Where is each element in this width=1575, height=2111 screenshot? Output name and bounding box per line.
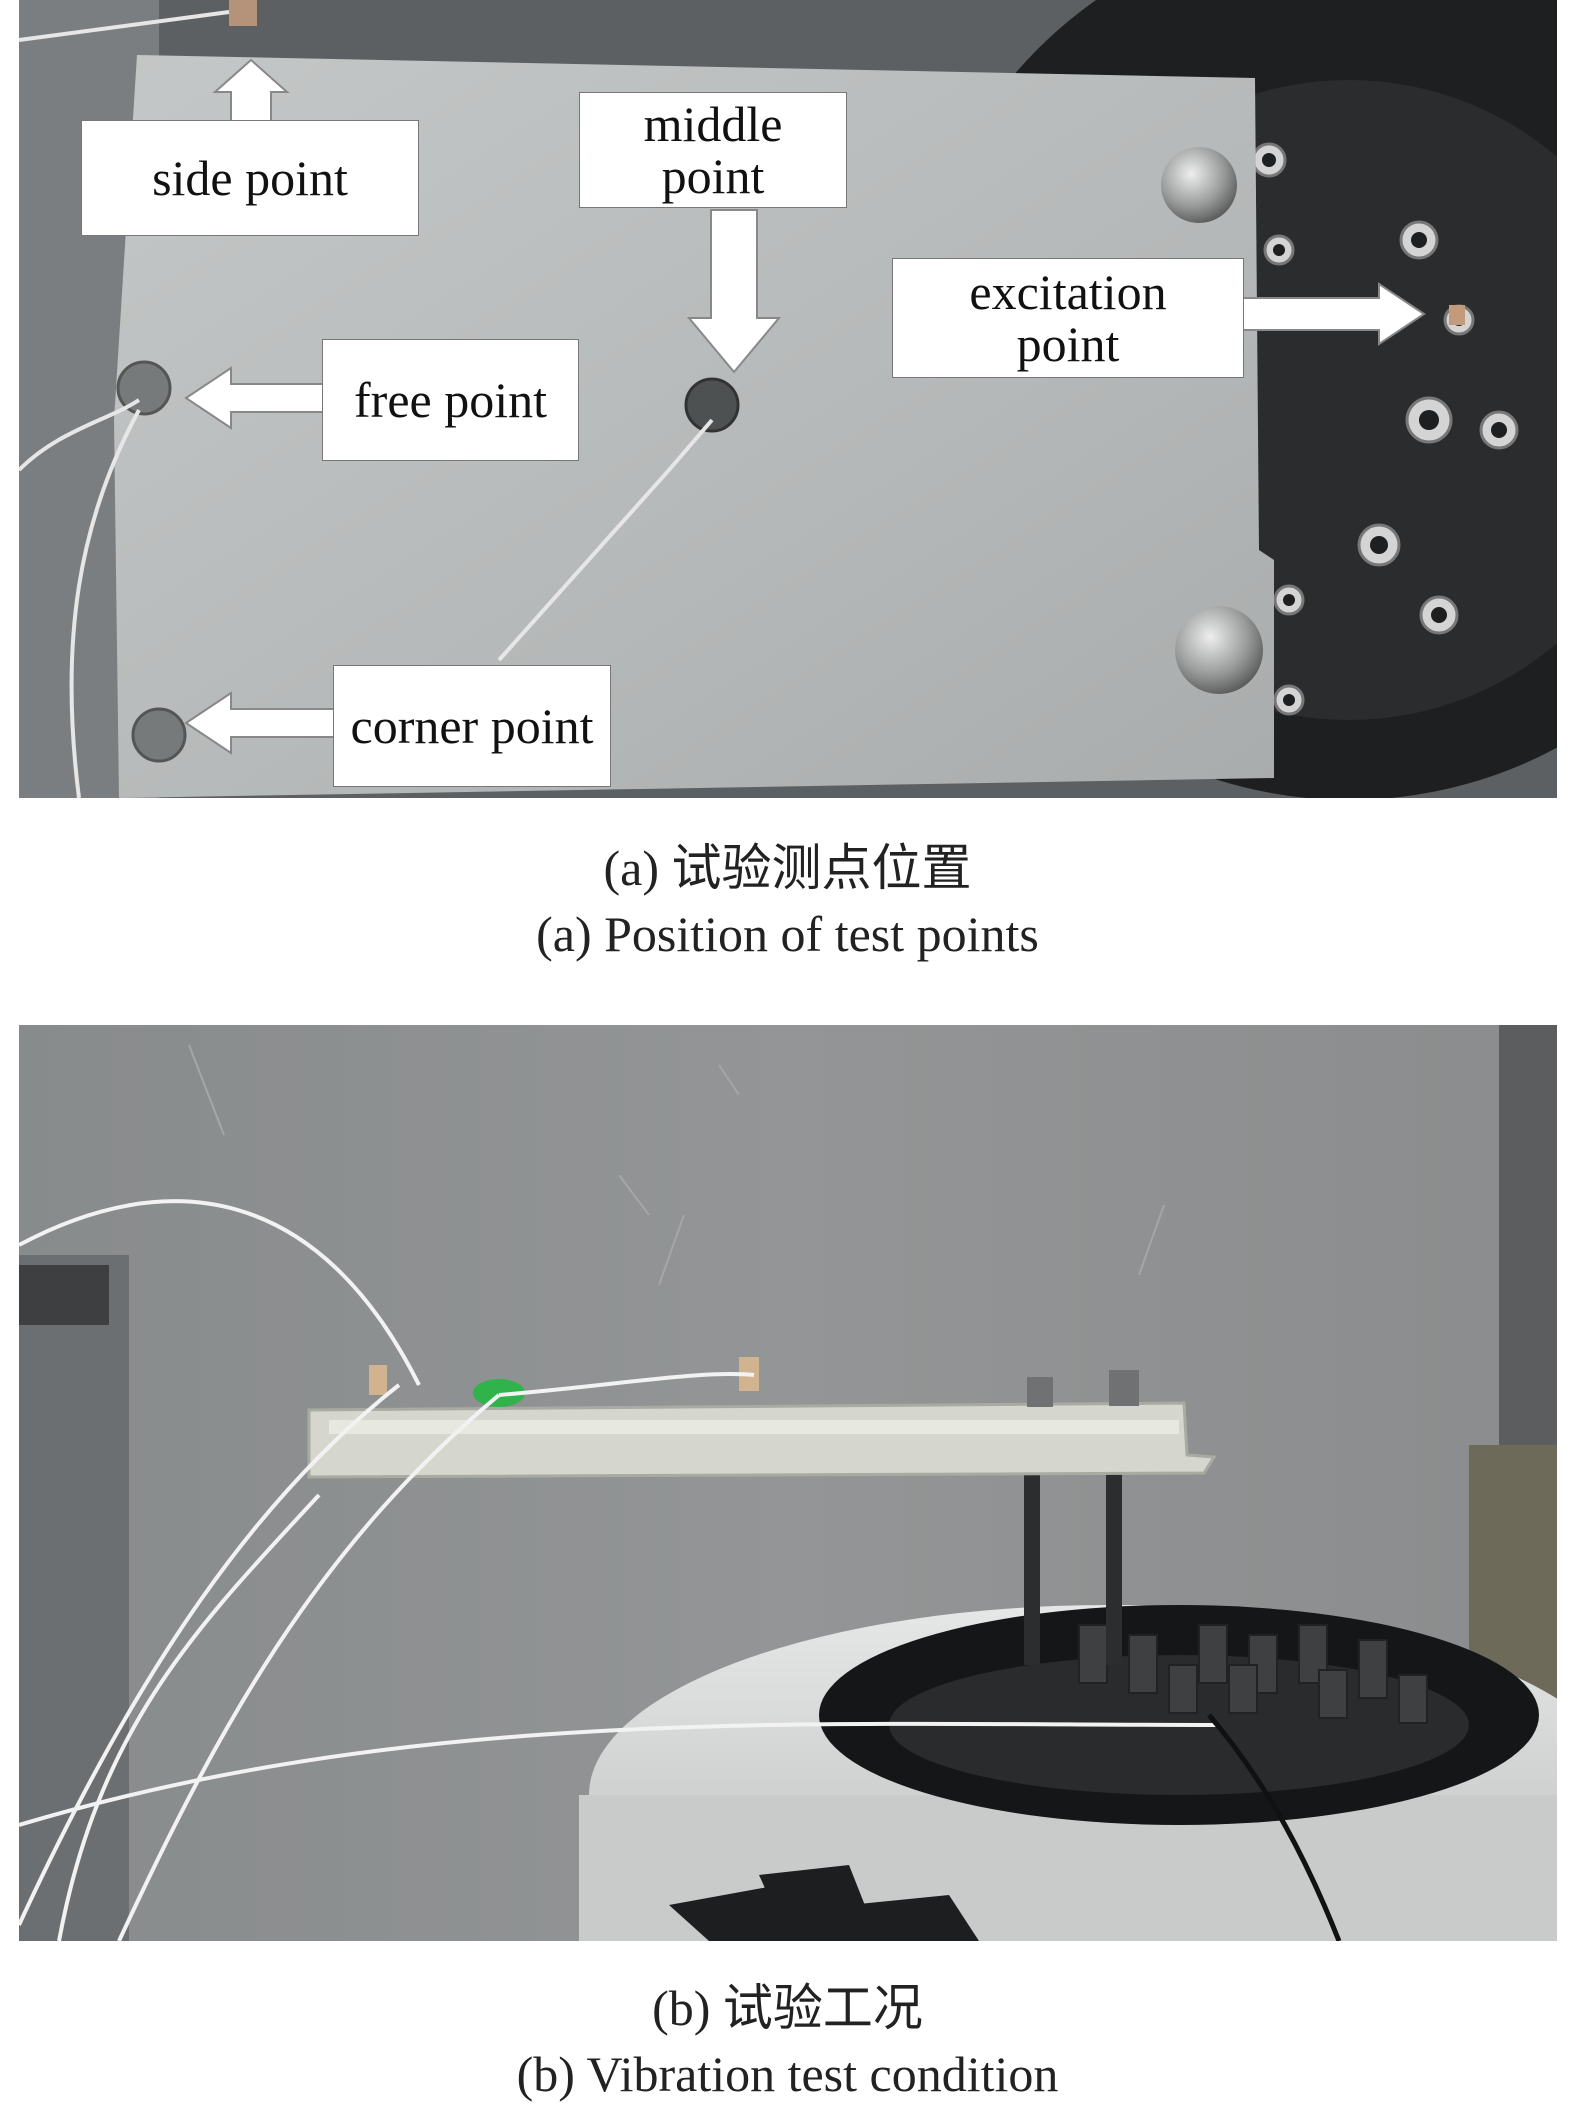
free-point-label: free point <box>322 339 579 461</box>
caption-b-chinese: (b) 试验工况 <box>652 1980 923 2036</box>
support-rod-right <box>1106 1445 1122 1665</box>
corner-point-label: corner point <box>333 665 611 787</box>
corner-point-text: corner point <box>350 698 594 754</box>
clamp-bolt-bottom <box>1175 606 1263 694</box>
vibration-test-photo <box>19 1025 1557 1941</box>
test-plate <box>114 55 1274 798</box>
caption-b-english: (b) Vibration test condition <box>516 2046 1059 2102</box>
free-point-text: free point <box>354 372 547 428</box>
support-rod-left <box>1024 1445 1040 1665</box>
excitation-point-text: excitation point <box>969 264 1167 372</box>
test-beam <box>307 1401 1217 1479</box>
excitation-point-label: excitation point <box>892 258 1244 378</box>
left-equipment-box <box>19 1255 129 1941</box>
caption-a-english: (a) Position of test points <box>536 906 1039 962</box>
middle-point-text: middle point <box>643 96 783 204</box>
photo-test-points: side point middle point excitation point… <box>19 0 1557 798</box>
side-point-label: side point <box>81 120 419 236</box>
side-point-text: side point <box>152 150 348 206</box>
caption-a-chinese: (a) 试验测点位置 <box>603 840 972 896</box>
photo-vibration-test <box>19 1025 1557 1941</box>
accelerometer-sensors <box>116 0 1465 763</box>
clamp-bolt-top <box>1161 147 1237 223</box>
middle-point-label: middle point <box>579 92 847 208</box>
